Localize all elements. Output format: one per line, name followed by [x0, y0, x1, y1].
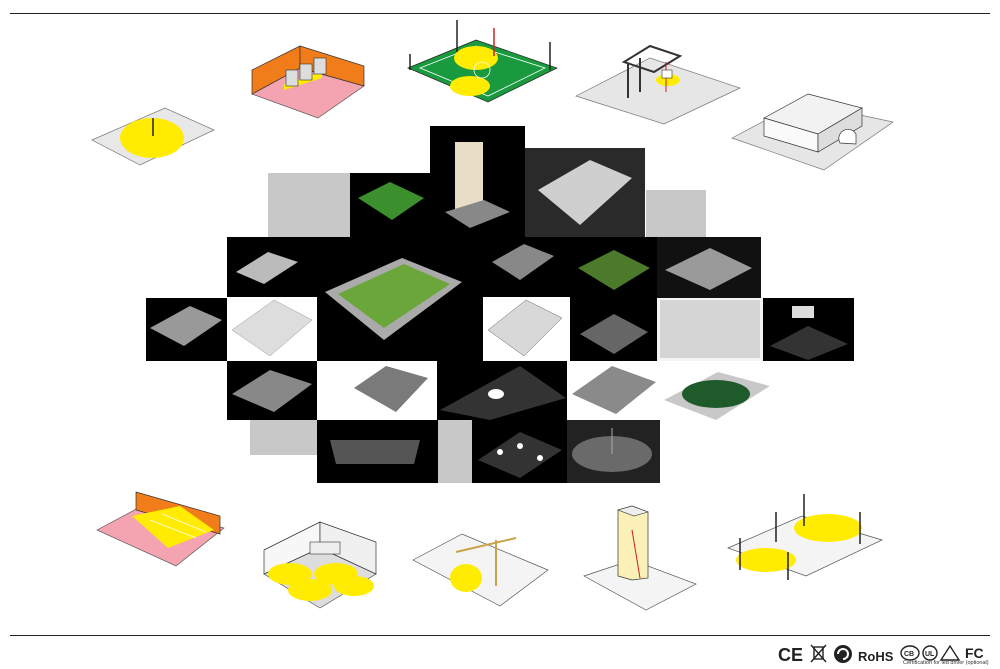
saa-mark-icon [939, 644, 961, 661]
crane-diagram [412, 533, 549, 607]
tower-diagram [583, 505, 697, 611]
cb-mark-icon: CB [900, 645, 920, 661]
wall-wash-diagram [251, 45, 365, 119]
ce-mark-icon: CE [778, 645, 803, 665]
svg-text:CB: CB [904, 651, 914, 658]
bottom-rule [10, 635, 990, 636]
top-rule [10, 13, 990, 14]
fcc-icon: FC [965, 645, 984, 661]
tunnel-diagram [731, 93, 894, 171]
recycle-icon [834, 645, 852, 663]
svg-text:UL: UL [925, 651, 935, 658]
ul-mark-icon: UL [922, 645, 938, 661]
photo-mosaic [146, 126, 854, 483]
area-light-diagram [91, 107, 215, 166]
certification-note: Certification for led driver (optional) [903, 660, 989, 666]
certification-marks: CE RoHS CB UL FC [778, 644, 984, 665]
car-park-diagram [727, 494, 883, 580]
indoor-room-diagram [263, 521, 377, 609]
football-pitch-diagram [407, 20, 558, 103]
rohs-icon: RoHS [858, 649, 894, 664]
weee-bin-icon [810, 644, 827, 663]
gantry-diagram [575, 44, 741, 125]
sports-wall-diagram [96, 491, 225, 567]
